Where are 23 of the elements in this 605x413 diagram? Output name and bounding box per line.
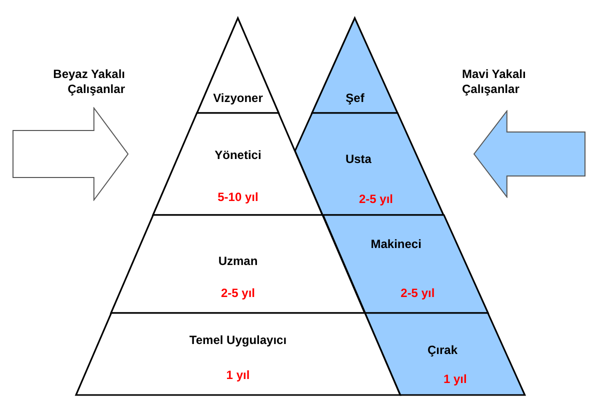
role-label: Temel Uygulayıcı <box>189 333 287 348</box>
pyramid-level <box>322 215 488 313</box>
pyramid-level <box>312 18 398 113</box>
role-label: Makineci <box>370 237 422 252</box>
role-label: Yönetici <box>214 148 262 162</box>
group-caption: Mavi Yakalı Çalışanlar <box>462 67 527 97</box>
pyramid-level <box>364 313 525 395</box>
role-label: Usta <box>345 152 372 166</box>
pyramid-level <box>111 215 365 313</box>
pyramid-level <box>197 18 279 113</box>
role-label: Vizyoner <box>213 90 263 105</box>
duration-label: 2-5 yıl <box>358 192 393 206</box>
duration-label: 5-10 yıl <box>218 190 258 204</box>
pyramid-level <box>76 313 400 395</box>
duration-label: 2-5 yıl <box>400 286 435 300</box>
pyramid-level <box>295 113 444 215</box>
duration-label: 1 yıl <box>226 368 250 382</box>
duration-label: 2-5 yıl <box>220 286 255 300</box>
role-label: Şef <box>346 90 364 105</box>
group-caption: Beyaz Yakalı Çalışanlar <box>52 67 125 97</box>
duration-label: 1 yıl <box>443 372 467 386</box>
role-label: Çırak <box>428 342 458 357</box>
role-label: Uzman <box>218 254 258 268</box>
